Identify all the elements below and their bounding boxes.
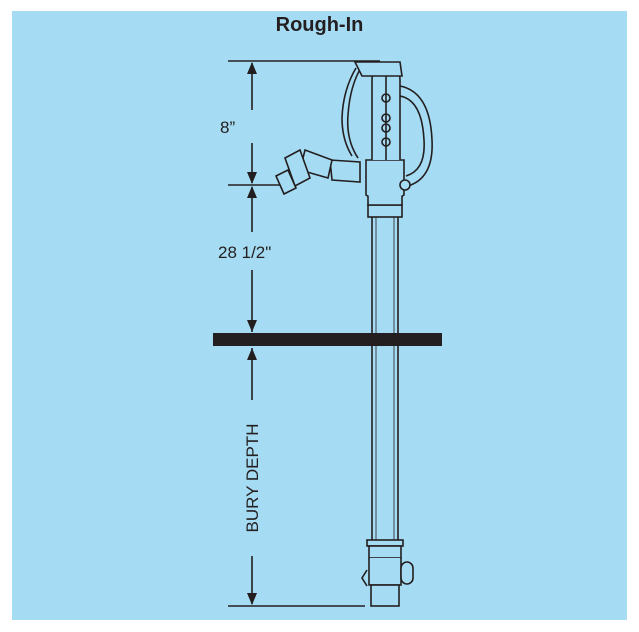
diagram-title: Rough-In — [275, 14, 364, 36]
dimension-top-height: 8” — [220, 118, 236, 137]
ground-line — [213, 333, 442, 346]
dimension-arrows — [247, 62, 257, 605]
dimension-bury-depth: BURY DEPTH — [243, 417, 263, 539]
hydrant-body — [274, 61, 433, 607]
diagram-background — [12, 11, 627, 620]
dimension-mid-height: 28 1/2" — [218, 243, 272, 262]
